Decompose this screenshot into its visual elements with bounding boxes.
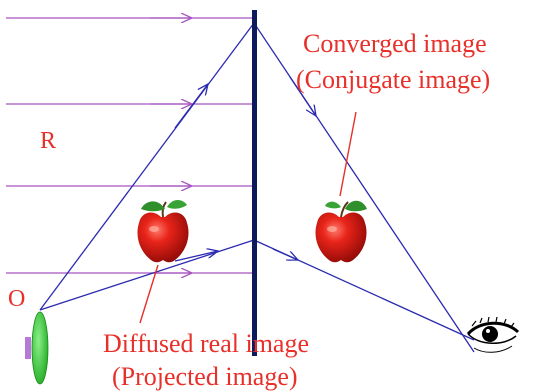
- hologram-plate: [252, 10, 257, 356]
- pointer-line-diffused: [139, 264, 159, 324]
- object-label: O: [8, 286, 25, 312]
- ray-arrowhead: [272, 248, 298, 260]
- lens-icon: [31, 311, 49, 385]
- apple-icon: [315, 200, 367, 263]
- conjugate-image-label: (Conjugate image): [296, 65, 490, 94]
- pointer-line-converged: [339, 111, 357, 197]
- ray-arrowhead: [289, 76, 316, 116]
- apple-icon: [137, 200, 189, 263]
- converged-image-label: Converged image: [303, 29, 487, 58]
- ray-line: [39, 22, 255, 311]
- source-icon: [25, 337, 31, 359]
- reference-label: R: [40, 128, 56, 154]
- projected-image-label: (Projected image): [112, 362, 298, 391]
- ray-arrowhead: [174, 251, 218, 262]
- diffused-real-image-label: Diffused real image: [103, 329, 309, 358]
- ray-paths: [39, 22, 475, 353]
- eye-icon: [466, 316, 520, 353]
- ray-arrowhead: [174, 84, 208, 129]
- reference-beam: [6, 18, 252, 273]
